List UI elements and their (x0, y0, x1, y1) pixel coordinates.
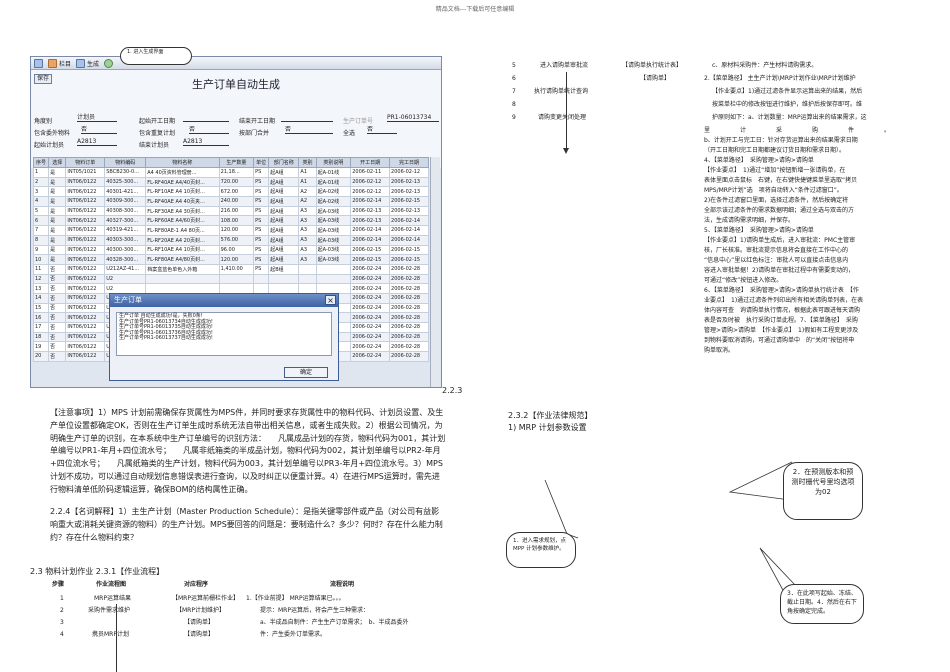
down-arrow-icon (563, 148, 569, 154)
toolbar-item-generate[interactable]: 生成 (76, 58, 99, 68)
grid-header-cell[interactable]: 完工日期 (389, 157, 429, 168)
text-line: 2)在条件过滤窗口里面，选择过滤条件，然后按确定将 (704, 197, 849, 204)
dialog-message: 生产订单 自动生成成功!是，失败0条! 生产订单号PR1-06013734自动生… (116, 312, 332, 356)
flow-connector (116, 604, 117, 672)
text-line: 【作业要点】 1)通过“增加”按钮新增一张请购单，在 (704, 167, 846, 174)
right-column-text: 里 计 采 购 件 。 b、计划开工与完工日：针对存货运算出来的结果需求日期 （开工… (704, 126, 940, 356)
text-line: 法，生成请购需求明细，并保存。 (704, 217, 795, 224)
text-line: b、计划开工与完工日：针对存货运算出来的结果需求日期 (704, 137, 858, 144)
text-line: 4、【菜单路径】 采购管理>请购>请购单 (704, 157, 814, 164)
toolbar-item-column[interactable]: 栏目 (48, 58, 71, 68)
text-line: 购单取消。 (704, 347, 735, 354)
angle-field[interactable]: 计划员 (77, 114, 117, 122)
text-line: 到物料要取消请购，可通过请购单中 的“关闭”按钮将申 (704, 337, 855, 344)
text-line: 容进入审批单据！2)请购单在审批过程中有需要变动的， (704, 267, 855, 274)
order-no-label: 生产订单号 (343, 118, 374, 125)
planner-start-field[interactable]: A2813 (77, 138, 117, 146)
right-flow-connector (566, 72, 567, 150)
text-line: 管理>请购>请购单 【作业要点】 1)假如有工程变更涉及 (704, 327, 859, 334)
text-line: 可通过“修改”按钮进入修改。 (704, 277, 783, 284)
cover-label: 包含重复计划 (139, 130, 176, 137)
form-title: 生产订单自动生成 (192, 78, 280, 91)
start-date-label: 起始开工日期 (139, 118, 176, 125)
save-icon[interactable] (34, 58, 43, 68)
result-dialog: 生产订单 × 生产订单 自动生成成功!是，失败0条! 生产订单号PR1-0601… (109, 293, 339, 381)
table-cell: 2006-02-28 (389, 351, 429, 362)
planner-end-field[interactable]: A2813 (183, 138, 229, 146)
grid-header-cell[interactable]: 类别 (298, 157, 317, 168)
grid-header-cell[interactable]: 物料名称 (145, 157, 220, 168)
close-icon[interactable]: × (325, 295, 336, 305)
notes-paragraph: 【注意事项】1）MPS 计划前需确保存货属性为MPS件，并同时要求存货属性中的物… (50, 408, 446, 494)
grid-header-cell[interactable]: 选择 (48, 157, 67, 168)
end-date-field[interactable] (281, 114, 333, 122)
start-date-field[interactable] (183, 114, 229, 122)
mrp-setting-heading: 1) MRP 计划参数设置 (508, 423, 587, 432)
callout-step1: 1．进入需求规划，点 MPP 计划参数维护。 (506, 532, 576, 568)
text-line: “信息中心”里以红色标注：审批人可以直接点击信息内 (704, 257, 849, 264)
text-line: MPS/MRP计划”选 项将自动转入“条件过滤窗口”。 (704, 187, 843, 194)
grid-scrollbar[interactable] (430, 157, 440, 387)
dialog-title: 生产订单 × (110, 294, 338, 307)
section-2-2-3: 2.2.3 (442, 386, 463, 395)
column-icon (48, 58, 57, 68)
mps-definition-paragraph: 2.2.4【名词解释】1）主生产计划（Master Production Sch… (50, 507, 443, 542)
merge-field[interactable]: 否 (285, 126, 333, 134)
text-line: 全部示该过滤条件的需求数据明细；通过全选与双击的方 (704, 207, 855, 214)
angle-label: 角度别 (34, 118, 53, 125)
table-cell[interactable]: 否 (48, 351, 67, 362)
text-line: （开工日期和完工日期都建议订货日期和需求日期）。 (704, 147, 846, 154)
selectall-field[interactable]: 否 (367, 126, 397, 134)
text-line: 5、【菜单路径】 采购管理>请购>请购单 (704, 227, 814, 234)
outsource-label: 包含委外物料 (34, 130, 71, 137)
callout-step3: 3．在此项写起始、冻结、截止日期。4．然后在右下角按确定完成。 (780, 584, 864, 624)
flow-heading: 2.3 物料计划作业 2.3.1【作业流程】 (30, 567, 165, 576)
text-line: 里 计 采 购 件 。 (704, 127, 891, 134)
page-header: 精品文档---下载后可任意编辑 (435, 6, 515, 13)
section-2-3-2: 2.3.2【作业法律规范】 (508, 411, 593, 420)
ok-button[interactable]: 确定 (284, 367, 328, 378)
text-line: 【作业要点】1)请购单生成后，进入审批流：PMC主管审 (704, 237, 856, 244)
cover-field[interactable]: 否 (189, 126, 229, 134)
end-date-label: 结束开工日期 (239, 118, 276, 125)
save-button[interactable]: 保存 (34, 74, 53, 84)
text-line: 业要点】 1)通过过滤条件列印出所有相关请购单列表，在表 (704, 297, 864, 304)
selectall-label: 全选 (343, 130, 356, 137)
text-line: 核，厂长核准。审批流提示信息将会直接在工作中心的 (704, 247, 849, 254)
order-no-field[interactable]: PR1-06013734 (387, 114, 439, 122)
planner-start-label: 起始计划员 (34, 142, 65, 149)
callout-step2: 2．在预测版本和预测时栅代号里均选项为02 (783, 462, 863, 520)
form-area: 保存 生产订单自动生成 角度别 计划员 起始开工日期 结束开工日期 生产订单号 … (31, 70, 441, 168)
order-grid: 序号选择物料订单物料编码物料名称生产数量单位部门名称类别类别说明开工日期完工日期… (32, 157, 429, 362)
help-icon[interactable] (104, 58, 114, 68)
text-line: 表是否及时被 执行采购订单此程。7、【菜单路径】 采购 (704, 317, 858, 324)
callout-enter-generate: 1. 进入生成界面 (120, 47, 192, 65)
planner-end-label: 结束计划员 (139, 142, 170, 149)
text-line: 6、【菜单路径】 采购管理>请购>请购单执行统计表 【作 (704, 287, 859, 294)
merge-label: 按部门合并 (239, 130, 270, 137)
text-line: 体内容可查 询请购单执行情况，根据此表可跟进每天请购 (704, 307, 861, 314)
generate-icon (76, 58, 86, 68)
text-line: 表体里面点击鼠标 右键，在右键快捷键菜单里选取“拷贝 (704, 177, 858, 184)
outsource-field[interactable]: 否 (81, 126, 117, 134)
